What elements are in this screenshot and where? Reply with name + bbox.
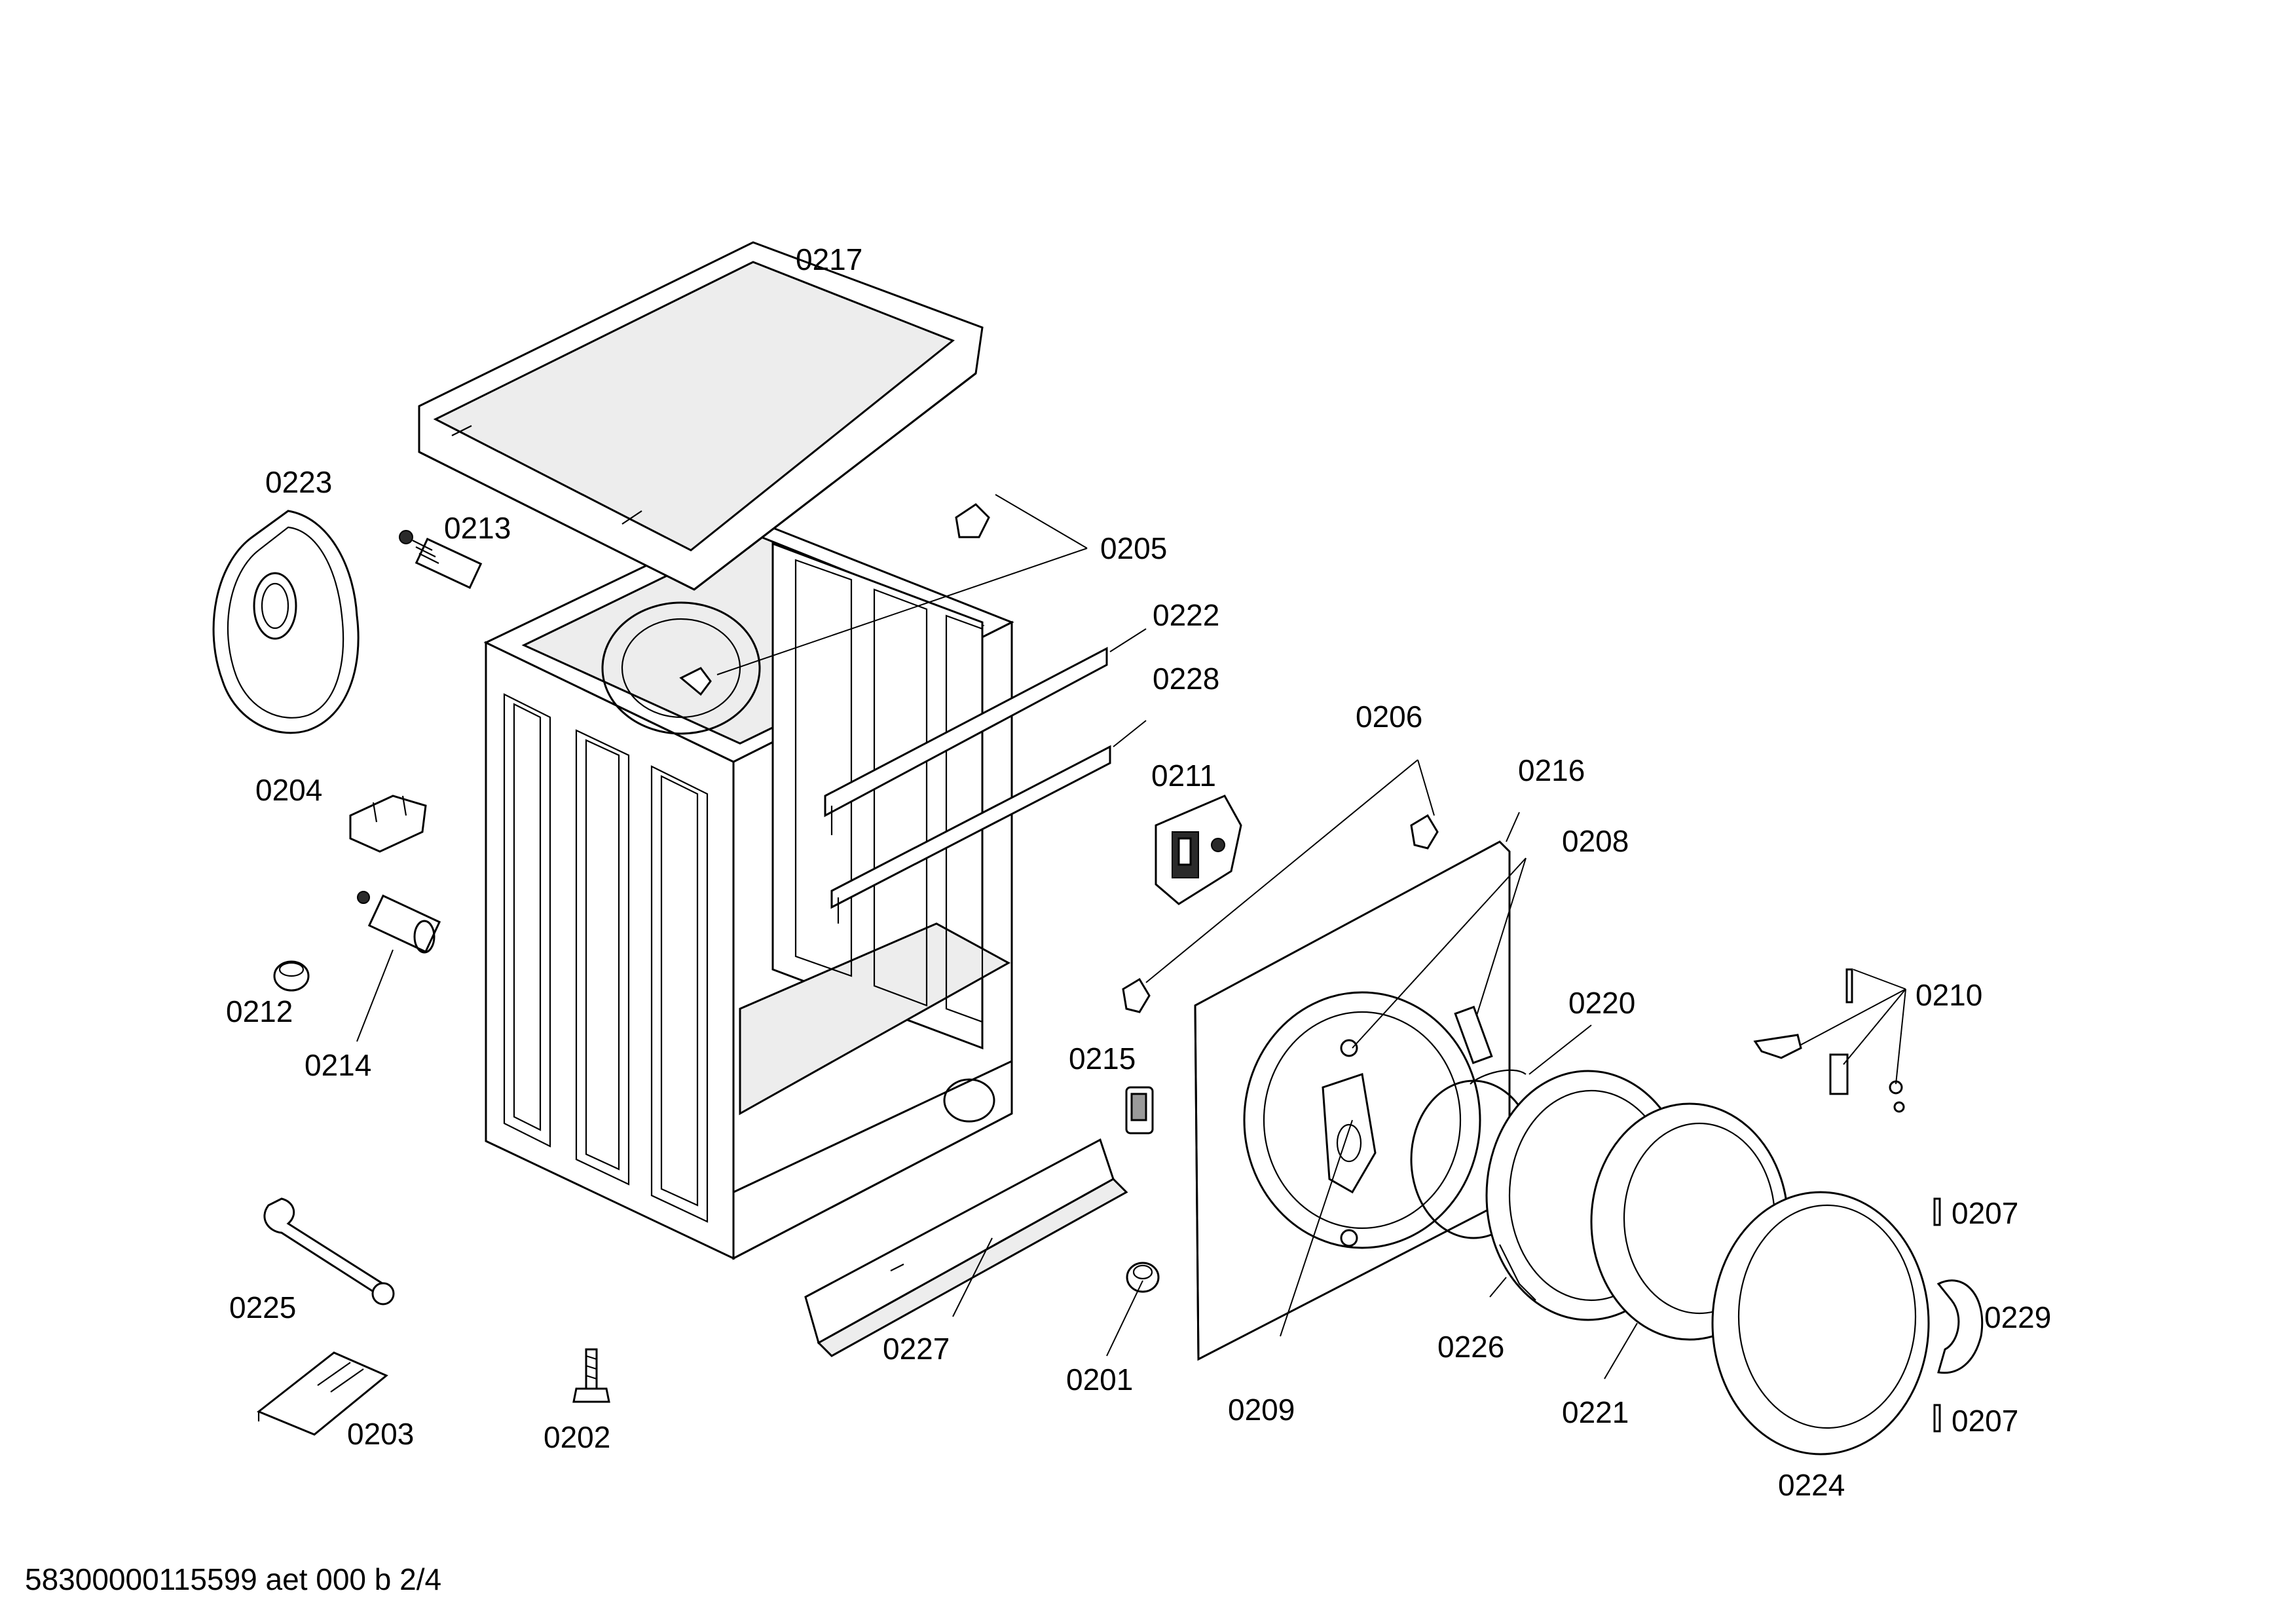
label-0227: 0227 <box>883 1332 950 1366</box>
label-0208: 0208 <box>1562 824 1629 858</box>
label-0210: 0210 <box>1916 978 1982 1012</box>
spring-connector <box>399 530 483 590</box>
door-handle <box>1936 1279 1984 1374</box>
label-0216: 0216 <box>1518 753 1585 787</box>
plinth-panel <box>804 1138 1128 1357</box>
transport-plate <box>257 1351 388 1436</box>
clip-bracket <box>349 795 427 853</box>
door-hinge <box>1322 1073 1377 1194</box>
hinge-clips <box>1122 814 1439 1013</box>
label-0215: 0215 <box>1069 1042 1136 1076</box>
label-0209: 0209 <box>1228 1393 1295 1427</box>
label-0213: 0213 <box>444 511 511 545</box>
label-0205: 0205 <box>1100 531 1167 565</box>
label-0220: 0220 <box>1568 986 1635 1020</box>
door-seal-clamp <box>1454 1005 1493 1064</box>
hinge-small-parts <box>1753 968 1905 1113</box>
top-cover <box>418 241 984 591</box>
label-0211: 0211 <box>1151 759 1216 793</box>
label-0224: 0224 <box>1778 1468 1845 1502</box>
part-labels: 0217 0223 0213 0205 0222 0228 0206 0211 … <box>226 242 2051 1502</box>
spanner-tool <box>263 1197 395 1305</box>
label-0207-lower: 0207 <box>1952 1404 2018 1438</box>
screw <box>572 1348 610 1403</box>
label-0202: 0202 <box>544 1420 610 1454</box>
label-0207-upper: 0207 <box>1952 1196 2018 1230</box>
cabinet <box>483 516 1014 1260</box>
cap-nut <box>1126 1262 1160 1293</box>
foot <box>273 960 310 992</box>
hinge-pins <box>1933 1197 1941 1433</box>
label-0225: 0225 <box>229 1290 296 1324</box>
door-outer-ring <box>1711 1191 1930 1455</box>
shock-absorber <box>357 891 441 954</box>
top-clips <box>679 503 990 696</box>
label-0222: 0222 <box>1153 598 1219 632</box>
cross-brackets <box>824 647 1111 924</box>
label-0226: 0226 <box>1437 1330 1504 1364</box>
label-0214: 0214 <box>305 1048 371 1082</box>
document-reference: 58300000115599 aet 000 b 2/4 <box>25 1562 441 1596</box>
label-0217: 0217 <box>796 242 862 276</box>
label-0204: 0204 <box>255 773 322 807</box>
label-0201: 0201 <box>1066 1362 1133 1397</box>
label-0206: 0206 <box>1356 700 1422 734</box>
label-0228: 0228 <box>1153 662 1219 696</box>
lock-bracket <box>1125 1086 1154 1135</box>
door-lock <box>1155 795 1242 905</box>
label-0221: 0221 <box>1562 1395 1629 1429</box>
label-0223: 0223 <box>265 465 332 499</box>
label-0212: 0212 <box>226 994 293 1028</box>
rear-cover-panel <box>212 510 360 734</box>
label-0229: 0229 <box>1984 1300 2051 1334</box>
leader-lines <box>356 494 1906 1379</box>
label-0203: 0203 <box>347 1417 414 1451</box>
